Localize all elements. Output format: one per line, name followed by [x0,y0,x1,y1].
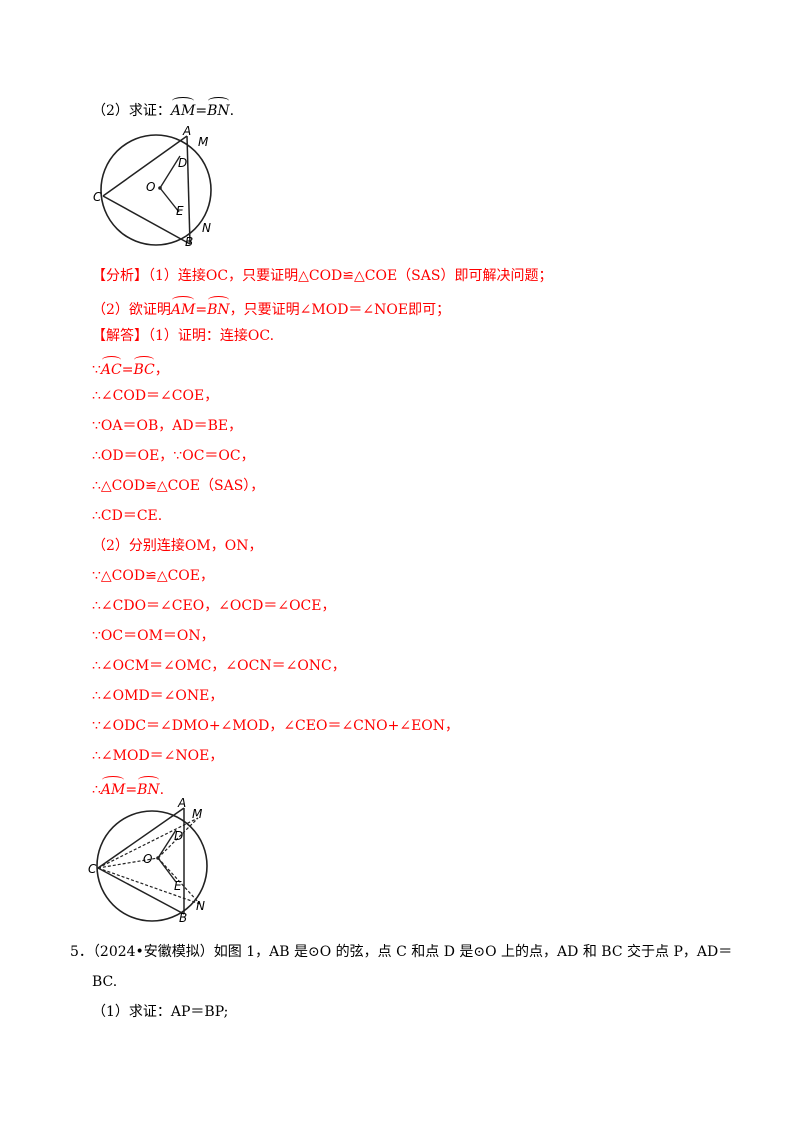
proof-line: ∴△COD≌△COE（SAS）， [92,478,265,494]
period: . [159,782,165,798]
problem-5-line-2: BC. [92,974,118,990]
arc-am: AM [171,97,195,121]
arc-am: AM [101,776,125,800]
label-d: D [178,156,187,170]
because-symbol: ∵ [92,362,101,378]
proof-line: ∴CD＝CE. [92,508,163,524]
circle-figure-1: A M D O C E N B [90,122,230,252]
analysis-part-1: 【分析】（1）连接OC，只要证明△COD≌△COE（SAS）即可解决问题； [92,268,553,284]
proof-arc-premise: ∵AC=BC， [92,356,169,380]
label-a: A [182,124,191,138]
equals-sign: = [125,782,138,798]
arc-bn: BN [207,296,230,320]
arc-bn: BN [207,97,230,121]
proof-line: ∴∠OMD＝∠ONE， [92,688,224,704]
proof-line: ∴∠MOD＝∠NOE， [92,748,224,764]
equals-sign: = [121,362,134,378]
equals-sign: = [195,103,208,119]
label-n: N [196,899,205,913]
arc-ac: AC [101,356,122,380]
label-o: O [143,852,152,866]
label-b: B [185,235,193,249]
circle-figure-2: A M D O C E N B [86,796,226,926]
proof-line: （2）分别连接OM，ON， [92,538,263,554]
period: . [229,103,235,119]
arc-bn: BN [137,776,160,800]
proof-line: ∴∠CDO＝∠CEO，∠OCD＝∠OCE， [92,598,336,614]
label-o: O [146,180,155,194]
analysis-2-suffix: ，只要证明∠MOD＝∠NOE即可； [229,302,451,318]
equals-sign: = [195,302,208,318]
proof-line: ∴∠COD＝∠COE， [92,388,219,404]
label-e: E [174,879,182,893]
label-e: E [176,204,184,218]
answer-part-1: 【解答】（1）证明：连接OC. [92,328,275,344]
label-d: D [174,829,183,843]
problem-5-question-1: （1）求证：AP＝BP; [92,1004,229,1020]
proof-line: ∵OA＝OB，AD＝BE， [92,418,243,434]
label-m: M [192,807,203,821]
label-c: C [93,190,102,204]
analysis-part-2: （2）欲证明AM=BN，只要证明∠MOD＝∠NOE即可； [92,296,450,320]
therefore-symbol: ∴ [92,782,101,798]
proof-conclusion: ∴AM=BN. [92,776,164,800]
label-c: C [88,862,97,876]
label-n: N [202,221,211,235]
proof-line: ∵OC＝OM＝ON， [92,628,215,644]
analysis-2-prefix: （2）欲证明 [92,302,171,318]
proof-line: ∵∠ODC＝∠DMO+∠MOD，∠CEO＝∠CNO+∠EON， [92,718,460,734]
proof-line: ∴∠OCM＝∠OMC，∠OCN＝∠ONC， [92,658,346,674]
question-2-label: （2）求证： [92,103,171,119]
proof-line: ∴OD＝OE，∵OC＝OC， [92,448,255,464]
label-m: M [198,135,209,149]
arc-am: AM [171,296,195,320]
question-2-prompt: （2）求证：AM=BN. [92,97,234,121]
proof-line: ∵△COD≌△COE， [92,568,214,584]
label-a: A [177,796,186,810]
label-b: B [179,911,187,925]
problem-5-line-1: 5．（2024•安徽模拟）如图 1，AB 是⊙O 的弦，点 C 和点 D 是⊙O… [70,944,733,960]
arc-bc: BC [133,356,155,380]
